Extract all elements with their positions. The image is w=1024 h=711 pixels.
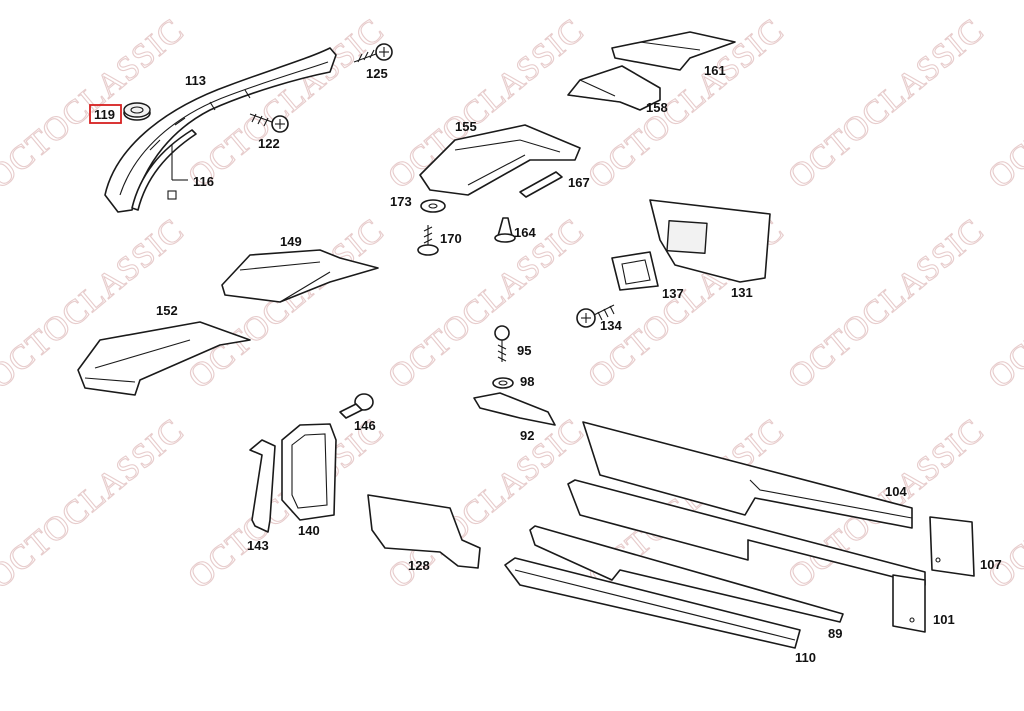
callout-164[interactable]: 164 [514, 225, 536, 240]
part-113-arch-panel[interactable] [104, 47, 337, 213]
callout-173[interactable]: 173 [390, 194, 412, 209]
callout-143[interactable]: 143 [247, 538, 269, 553]
callout-119[interactable]: 119 [94, 107, 115, 122]
callout-labels: 113 119 125 122 116 161 158 155 167 173 … [94, 63, 1002, 665]
part-161-panel[interactable] [611, 31, 736, 71]
callout-134[interactable]: 134 [600, 318, 622, 333]
part-164-clip[interactable] [494, 217, 516, 243]
part-125-screw[interactable] [353, 43, 393, 63]
part-128-panel[interactable] [367, 494, 481, 569]
callout-140[interactable]: 140 [298, 523, 320, 538]
watermark-text: OCTOCLASSIC [781, 12, 991, 196]
watermark-text: OCTOCLASSIC [0, 412, 191, 596]
callout-113[interactable]: 113 [185, 73, 206, 88]
part-155-panel[interactable] [419, 124, 581, 196]
callout-110[interactable]: 110 [795, 650, 816, 665]
callout-149[interactable]: 149 [280, 234, 302, 249]
part-92-bracket[interactable] [473, 392, 556, 426]
part-173-washer[interactable] [420, 199, 446, 213]
callout-125[interactable]: 125 [366, 66, 388, 81]
callout-92[interactable]: 92 [520, 428, 534, 443]
part-110-lower-sill[interactable] [504, 557, 801, 649]
watermark-text: OCTOCLASSIC [381, 212, 591, 396]
part-137-bezel[interactable] [611, 251, 659, 291]
part-143-seal[interactable] [249, 439, 276, 533]
watermark-text: OCTOCLASSIC [781, 212, 991, 396]
callout-137[interactable]: 137 [662, 286, 684, 301]
part-101-sill[interactable] [567, 479, 926, 633]
callout-122[interactable]: 122 [258, 136, 280, 151]
callout-98[interactable]: 98 [520, 374, 534, 389]
part-116-trim-strip[interactable] [131, 129, 197, 211]
part-104-sill-panel[interactable] [582, 421, 913, 529]
callout-89[interactable]: 89 [828, 626, 842, 641]
callout-146[interactable]: 146 [354, 418, 376, 433]
part-167-strip[interactable] [519, 171, 563, 198]
watermark-text: OCTOCLASSIC [0, 12, 191, 196]
callout-104[interactable]: 104 [885, 484, 907, 499]
part-146-push-clip[interactable] [339, 393, 374, 419]
highlight-box-119 [89, 104, 122, 124]
callout-131[interactable]: 131 [731, 285, 753, 300]
callout-161[interactable]: 161 [704, 63, 726, 78]
callout-128[interactable]: 128 [408, 558, 430, 573]
part-134-screw[interactable] [576, 304, 615, 328]
part-170-screw[interactable] [417, 225, 439, 256]
callout-95[interactable]: 95 [517, 343, 531, 358]
part-107-plate[interactable] [929, 516, 975, 577]
part-95-screw[interactable] [494, 325, 510, 362]
callout-158[interactable]: 158 [646, 100, 668, 115]
callout-152[interactable]: 152 [156, 303, 178, 318]
callout-116[interactable]: 116 [193, 174, 214, 189]
part-89-strip[interactable] [529, 525, 844, 623]
callout-170[interactable]: 170 [440, 231, 462, 246]
part-98-washer[interactable] [492, 377, 514, 389]
part-122-screw[interactable] [249, 113, 289, 133]
callout-101[interactable]: 101 [933, 612, 955, 627]
part-158-panel[interactable] [567, 65, 661, 111]
callout-167[interactable]: 167 [568, 175, 590, 190]
part-131-door-card[interactable] [649, 199, 771, 283]
part-119-grommet[interactable] [123, 102, 151, 121]
leader-lines [167, 145, 188, 200]
callout-107[interactable]: 107 [980, 557, 1002, 572]
callout-155[interactable]: 155 [455, 119, 477, 134]
part-152-panel[interactable] [77, 321, 251, 396]
part-149-panel[interactable] [221, 249, 379, 303]
part-140-frame[interactable] [281, 423, 337, 521]
